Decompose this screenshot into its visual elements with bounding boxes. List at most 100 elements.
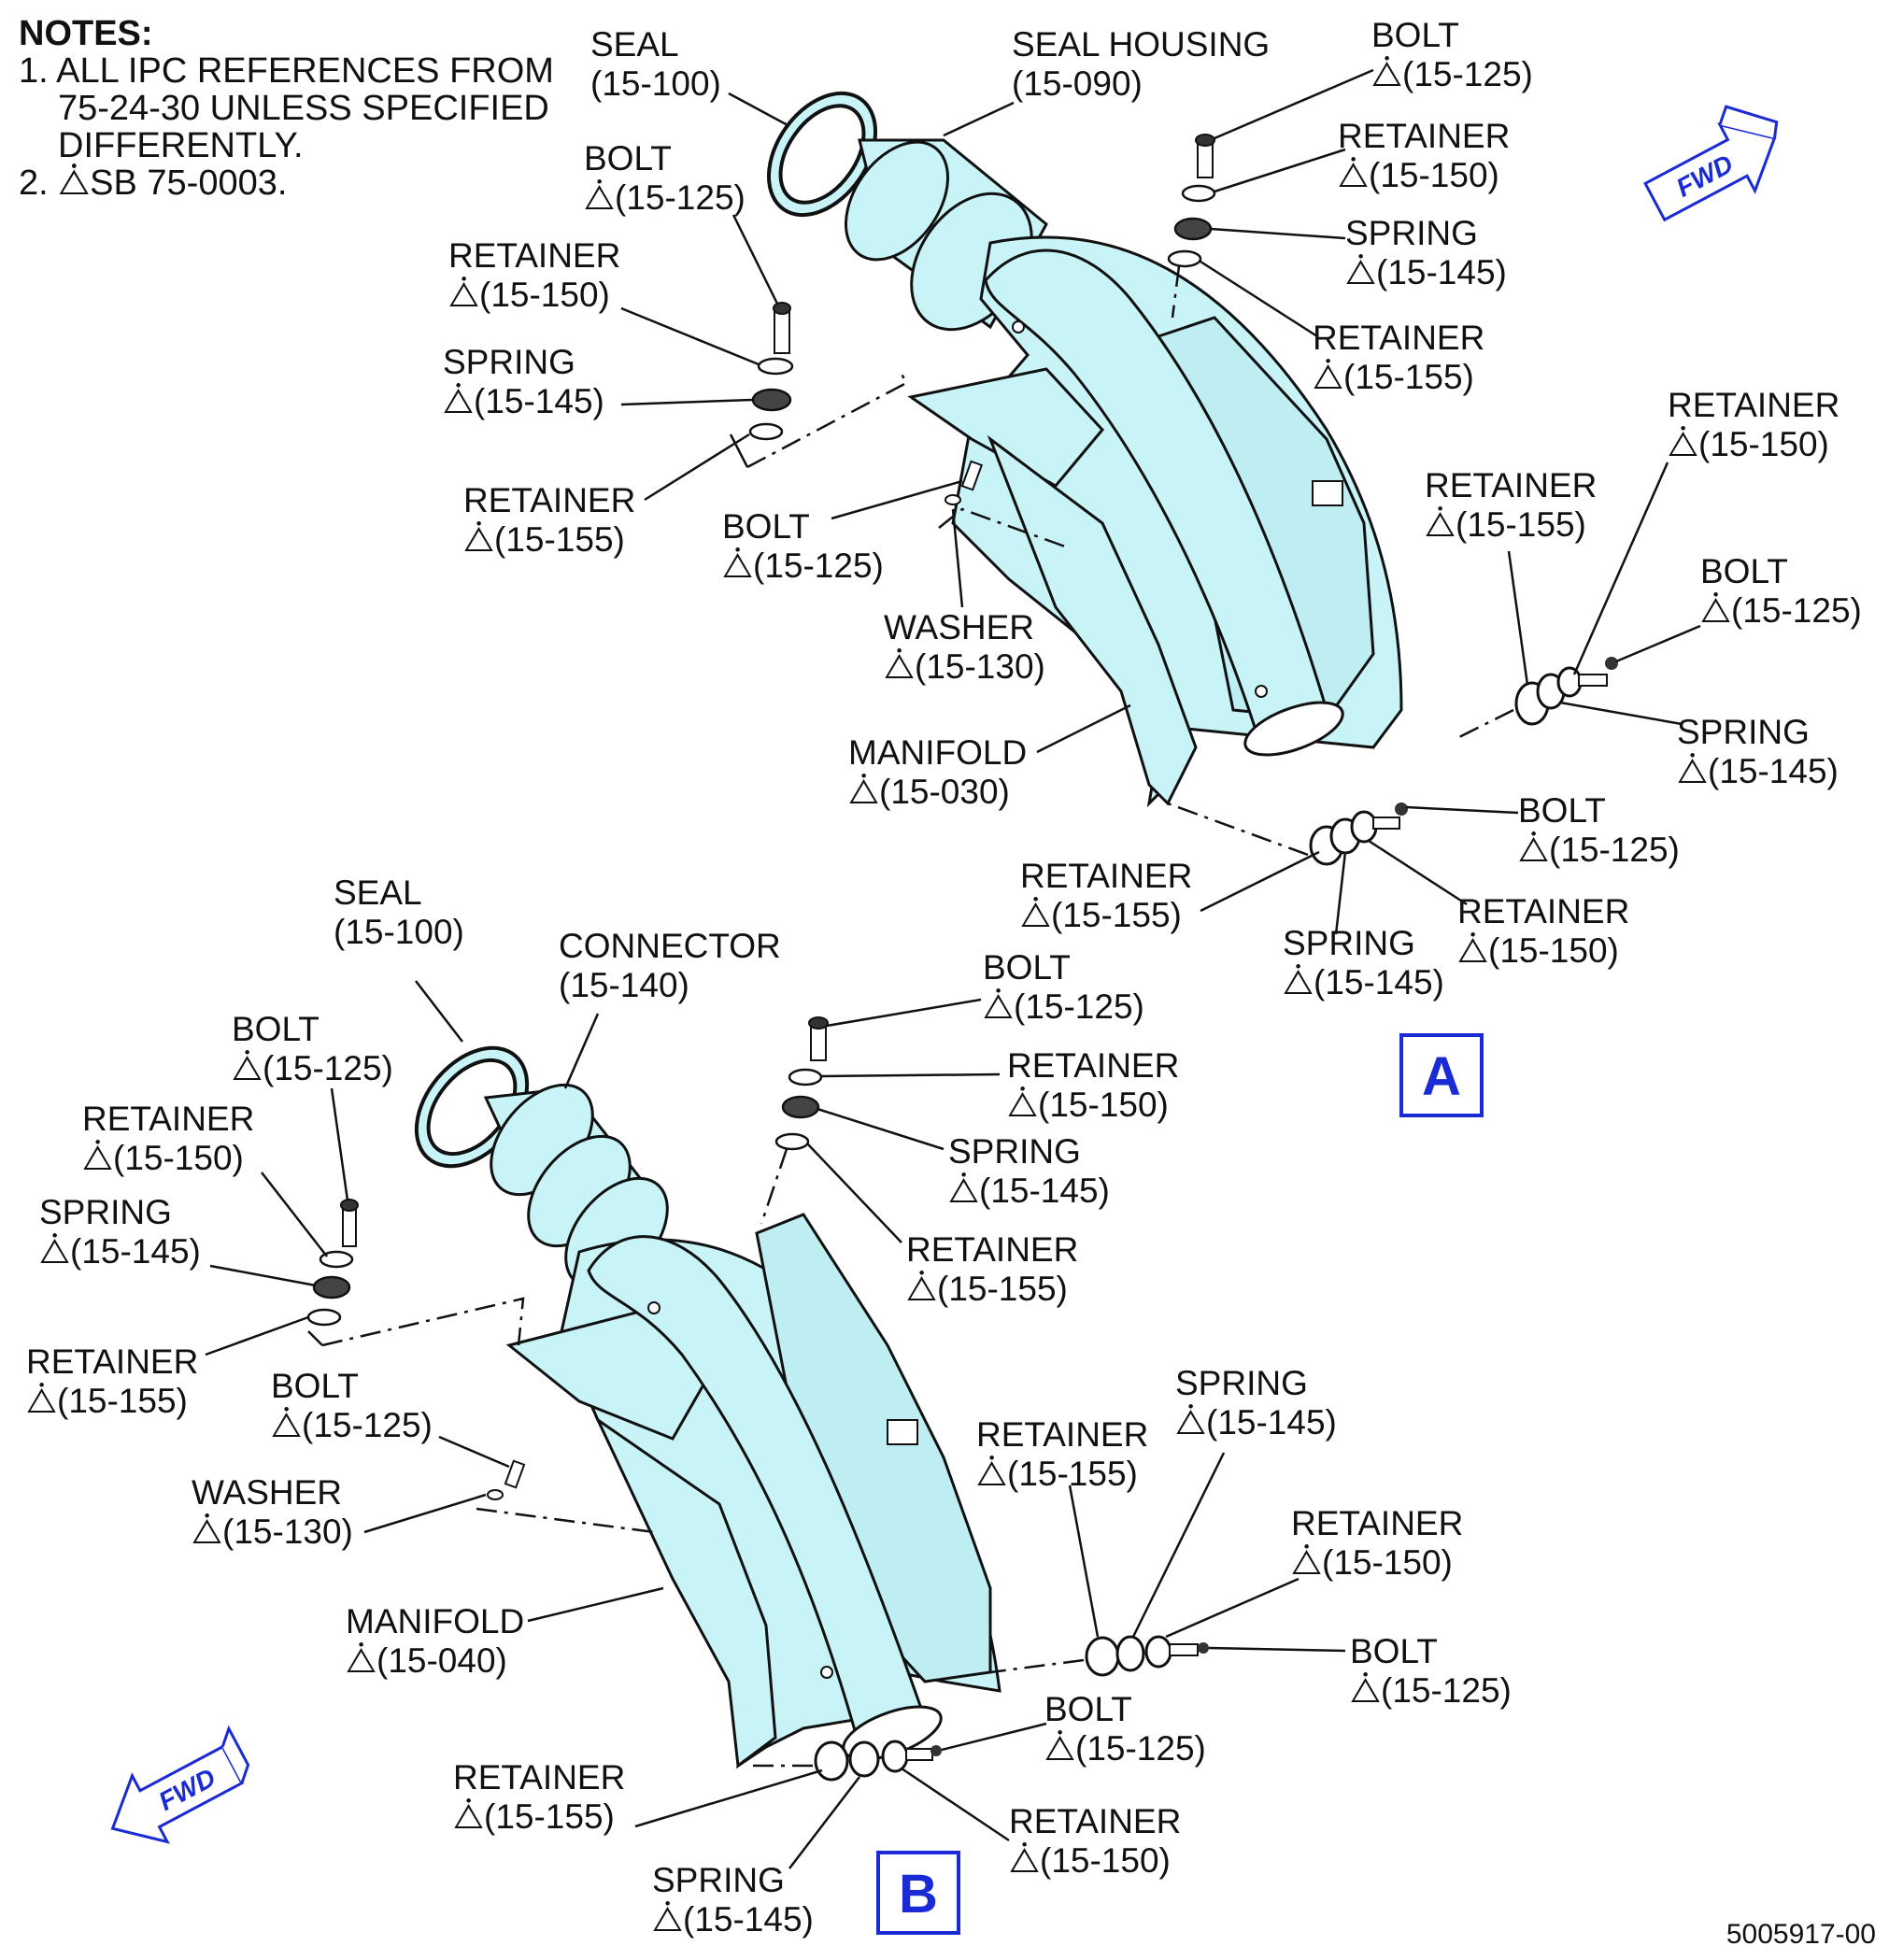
view-a-leader-manifold <box>1036 703 1131 754</box>
view-a-callout-spring-b: SPRING⧊(15-145) <box>1283 924 1444 1001</box>
view-b-leader-retainer-150-l <box>261 1172 328 1257</box>
view-b-callout-manifold: MANIFOLD⧊(15-040) <box>346 1602 524 1680</box>
view-a-leader-seal <box>728 92 790 128</box>
view-b-callout-spring-r: SPRING⧊(15-145) <box>1175 1364 1337 1442</box>
view-a-hardware-left <box>729 302 908 469</box>
view-a-manifold <box>907 235 1403 808</box>
view-a-callout-retainer-150-l: RETAINER⧊(15-150) <box>448 236 620 314</box>
view-b-callout-retainer-155-r: RETAINER⧊(15-155) <box>976 1415 1148 1493</box>
view-a-leader-retainer-155-r <box>1507 550 1529 686</box>
view-b-hardware-top <box>760 1016 829 1225</box>
view-a-callout-bolt-l: BOLT⧊(15-125) <box>584 139 746 217</box>
view-a-leader-retainer-155-b <box>1200 850 1320 913</box>
view-b-callout-washer: WASHER⧊(15-130) <box>192 1473 353 1551</box>
view-a-leader-retainer-155-l <box>644 433 750 502</box>
view-b-leader-retainer-150-r <box>1165 1577 1300 1639</box>
view-a-callout-spring-r: SPRING⧊(15-145) <box>1677 713 1839 790</box>
view-a-leader-retainer-150-b <box>1368 839 1468 906</box>
view-a-hardware-bottom <box>1167 802 1408 866</box>
view-b-callout-bolt-l: BOLT⧊(15-125) <box>232 1010 393 1087</box>
view-b-leader-spring-l <box>209 1264 317 1287</box>
view-b-drawing: B FWD <box>110 980 1346 1935</box>
view-a-callout-spring-tr: SPRING⧊(15-145) <box>1345 214 1507 291</box>
view-b-leader-seal <box>415 980 463 1043</box>
drawing-number: 5005917-00 <box>1726 1919 1876 1950</box>
view-b-callout-bolt-b: BOLT⧊(15-125) <box>1044 1690 1206 1768</box>
view-b-hardware-left <box>306 1199 525 1347</box>
view-b-callout-retainer-150-top: RETAINER⧊(15-150) <box>1007 1046 1179 1124</box>
view-b-leader-bolt-r <box>1208 1646 1346 1653</box>
view-b-leader-washer <box>363 1493 487 1534</box>
view-a-hardware-top-right <box>1167 134 1216 319</box>
view-b-callout-spring-top: SPRING⧊(15-145) <box>948 1132 1110 1210</box>
view-b-callout-bolt-mid: BOLT⧊(15-125) <box>271 1367 433 1444</box>
view-a-fwd-arrow: FWD <box>1643 105 1779 222</box>
view-b-leader-spring-b <box>788 1776 860 1869</box>
view-a-callout-retainer-150-tr: RETAINER⧊(15-150) <box>1338 117 1510 194</box>
view-a-leader-retainer-150-tr <box>1214 148 1346 193</box>
view-a-leader-bolt-tr <box>1214 68 1374 140</box>
view-a-callouts: SEAL(15-100) SEAL HOUSING(15-090) BOLT⧊(… <box>443 16 1862 1001</box>
view-a-leader-bolt-r <box>1615 624 1701 663</box>
view-b-callout-retainer-155-b: RETAINER⧊(15-155) <box>453 1758 625 1836</box>
view-b-callout-retainer-155-top: RETAINER⧊(15-155) <box>906 1230 1078 1308</box>
view-a-callout-bolt-b: BOLT⧊(15-125) <box>1518 791 1680 869</box>
view-a-leader-bolt-b <box>1405 805 1519 815</box>
view-a-hardware-right <box>1456 657 1618 740</box>
view-a-callout-bolt-r: BOLT⧊(15-125) <box>1700 552 1862 630</box>
view-b-leader-retainer-150-b <box>901 1767 1010 1842</box>
view-a-bolt-washer <box>938 460 1066 548</box>
view-a-drawing: A FWD <box>620 68 1779 1117</box>
view-b-callout-bolt-r: BOLT⧊(15-125) <box>1350 1632 1512 1710</box>
note-1-cont: 75-24-30 UNLESS SPECIFIED <box>58 89 549 128</box>
view-b-leader-bolt-b <box>941 1722 1047 1752</box>
view-b-leader-bolt-mid <box>438 1435 510 1469</box>
view-b-callout-bolt-top: BOLT⧊(15-125) <box>983 948 1144 1026</box>
note-1: 1. ALL IPC REFERENCES FROM <box>19 51 554 91</box>
view-b-hardware-right <box>989 1635 1209 1677</box>
view-b-leader-spring-top <box>817 1107 944 1151</box>
view-a-callout-spring-l: SPRING⧊(15-145) <box>443 343 604 420</box>
view-b-callout-retainer-150-l: RETAINER⧊(15-150) <box>82 1100 254 1177</box>
view-a-leader-spring-b <box>1334 851 1347 935</box>
view-a-label-box <box>1399 1033 1484 1117</box>
view-a-callout-retainer-155-tr: RETAINER⧊(15-155) <box>1313 319 1484 396</box>
view-b-callout-retainer-150-r: RETAINER⧊(15-150) <box>1291 1504 1463 1582</box>
view-a-callout-seal: SEAL(15-100) <box>590 25 721 103</box>
view-b-leader-retainer-155-top <box>807 1143 902 1243</box>
view-a-callout-retainer-155-b: RETAINER⧊(15-155) <box>1020 857 1192 934</box>
view-a-leader-retainer-155-tr <box>1200 260 1318 338</box>
notes-heading: NOTES: <box>19 14 153 53</box>
view-a-leader-bolt-mid <box>831 479 963 520</box>
view-a-leader-spring-r <box>1559 701 1683 726</box>
view-a-leader-retainer-150-r <box>1572 462 1669 675</box>
view-b-leader-retainer-155-b <box>634 1768 823 1828</box>
view-a-callout-bolt-tr: BOLT⧊(15-125) <box>1371 16 1533 93</box>
view-b-leader-retainer-155-l <box>205 1315 309 1356</box>
view-a-leader-spring-tr <box>1210 227 1346 240</box>
view-b-leader-bolt-top <box>826 998 982 1028</box>
view-b-leader-bolt-l <box>330 1087 349 1201</box>
view-a-leader-washer <box>951 508 964 608</box>
view-a-callout-retainer-155-r: RETAINER⧊(15-155) <box>1425 466 1597 544</box>
notes-block: NOTES: 1. ALL IPC REFERENCES FROM 75-24-… <box>19 15 554 202</box>
view-a-callout-washer: WASHER⧊(15-130) <box>884 608 1045 686</box>
view-a-leader-retainer-150-l <box>620 306 760 366</box>
view-a-callout-bolt-mid: BOLT⧊(15-125) <box>722 507 884 585</box>
view-b-fwd-arrow: FWD <box>110 1725 250 1844</box>
view-b-leader-retainer-155-r <box>1068 1484 1100 1638</box>
view-b-bolt-washer <box>476 1459 655 1534</box>
view-a-callout-manifold: MANIFOLD⧊(15-030) <box>848 733 1027 811</box>
view-b-label: B <box>899 1864 938 1924</box>
view-b-leader-spring-r <box>1131 1452 1226 1638</box>
view-b-manifold <box>505 1213 1001 1769</box>
view-b-callout-retainer-155-l: RETAINER⧊(15-155) <box>26 1342 198 1420</box>
view-b-callout-spring-l: SPRING⧊(15-145) <box>39 1193 201 1271</box>
view-a-leader-bolt-l <box>731 214 779 305</box>
view-b-leader-retainer-150-top <box>821 1072 1001 1078</box>
view-b-callout-connector: CONNECTOR(15-140) <box>559 927 781 1004</box>
view-a-leader-seal-housing <box>943 101 1015 137</box>
view-b-hardware-bottom <box>747 1740 942 1782</box>
